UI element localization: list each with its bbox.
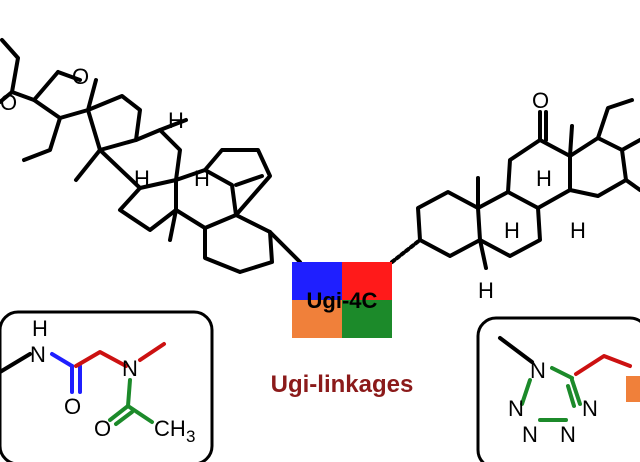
right-h-atom-1: H	[536, 166, 552, 191]
tetrazole-orange-fragment	[626, 376, 640, 402]
tetrazole-n-atom-2: N	[508, 396, 524, 421]
left-h-atom-2: H	[134, 166, 150, 191]
amide-linkage-box: N H N O O CH 3	[0, 310, 214, 462]
ugi-4c-block: Ugi-4C	[292, 262, 392, 338]
right-h-atom-4: H	[478, 278, 494, 303]
left-h-atom-3: H	[194, 166, 210, 191]
amide-o-atom-2: O	[94, 416, 111, 441]
tetrazole-linkage-box: N N N N N	[476, 316, 640, 462]
amide-n-atom-2: N	[122, 356, 138, 381]
left-o-atom-1: O	[72, 64, 89, 89]
tetrazole-n-atom-1: N	[530, 358, 546, 383]
ugi-linkages-caption: Ugi-linkages	[271, 371, 414, 398]
right-h-atom-3: H	[570, 218, 586, 243]
amide-o-atom-1: O	[64, 394, 81, 419]
amide-h-atom: H	[32, 316, 48, 341]
right-h-atom-2: H	[504, 218, 520, 243]
quadrant-blue	[292, 262, 342, 300]
left-h-atom-1: H	[168, 108, 184, 133]
amide-n-atom: N	[30, 342, 46, 367]
tetrazole-n-atom-4: N	[560, 422, 576, 447]
ugi-4c-label: Ugi-4C	[307, 288, 378, 313]
quadrant-red	[342, 262, 392, 300]
tetrazole-n-atom-5: N	[582, 396, 598, 421]
tetrazole-n-atom-3: N	[522, 422, 538, 447]
amide-ch-subscript: 3	[186, 427, 195, 446]
quadrant-green	[342, 300, 392, 338]
left-o-atom-2: O	[0, 90, 17, 115]
amide-ch-label: CH	[154, 416, 186, 441]
quadrant-orange	[292, 300, 342, 338]
right-steroid: O H H H H	[390, 88, 640, 303]
left-steroid: O O H H H	[0, 38, 302, 274]
right-o-atom: O	[532, 88, 549, 113]
